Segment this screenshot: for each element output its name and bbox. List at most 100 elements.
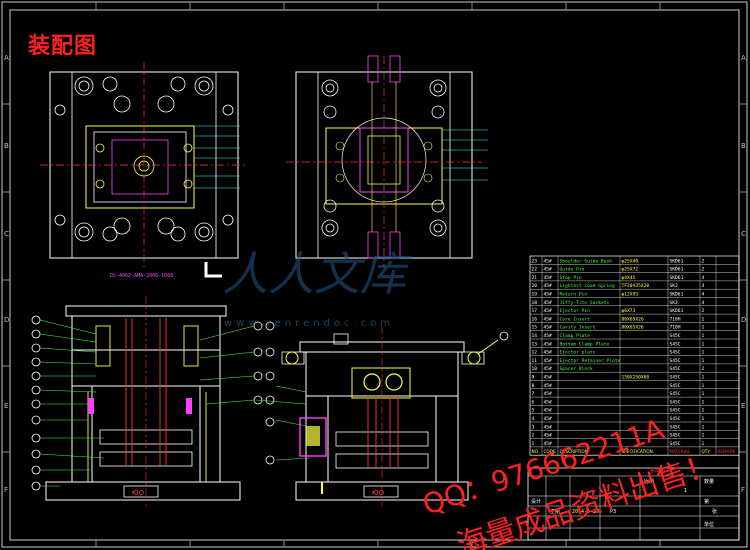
bom-cell-no: 22 (532, 267, 538, 273)
bom-cell-no: 6 (532, 399, 535, 405)
bom-cell-qty: 1 (702, 325, 705, 331)
bom-cell-mat: SKD61 (670, 275, 684, 281)
bom-cell-code: 45# (544, 441, 553, 447)
bom-cell-mat: S45C (670, 391, 681, 397)
bom-cell-mat: S45C (670, 358, 681, 364)
bom-cell-mat: SKD61 (670, 308, 684, 314)
plan-view-fixed-half (286, 55, 488, 268)
bom-cell-name: Stop Pin (560, 275, 582, 281)
kio-label-right: KIO (372, 489, 385, 497)
bom-cell-spec: φ12X95 (622, 292, 639, 298)
bom-cell-name: Return Pin (560, 292, 588, 298)
bom-cell-qty: 1 (702, 333, 705, 339)
bom-header-mat: MATERIAL (670, 449, 691, 454)
bom-cell-mat: SKD61 (670, 267, 684, 273)
sheet-unit: 张 (712, 508, 717, 515)
unit-label: 单位 (704, 521, 714, 528)
bom-cell-code: 45# (544, 258, 553, 264)
bom-cell-code: 45# (544, 300, 553, 306)
bom-header-no: NO (532, 449, 539, 454)
bom-cell-mat: S45C (670, 366, 681, 372)
bom-cell-code: 45# (544, 416, 553, 422)
bom-cell-mat: S45C (670, 441, 681, 447)
drawing-date: 2014-5-27 (572, 509, 599, 515)
frame-letter: A (741, 54, 746, 62)
bom-cell-mat: S45C (670, 341, 681, 347)
bom-cell-no: 1 (532, 441, 535, 447)
frame-letter: D (4, 316, 9, 324)
bom-cell-qty: 4 (702, 292, 705, 298)
bom-cell-code: 45# (544, 341, 553, 347)
bom-cell-code: 45# (544, 308, 553, 314)
bom-cell-code: 45# (544, 391, 553, 397)
bom-cell-qty: 2 (702, 258, 705, 264)
bom-cell-no: 19 (532, 292, 538, 298)
bom-header-qty: QTY (702, 449, 711, 454)
frame-letter: F (4, 486, 8, 494)
bom-cell-code: 45# (544, 325, 553, 331)
bom-cell-no: 7 (532, 391, 535, 397)
frame-letter: B (4, 142, 9, 150)
bom-cell-qty: 2 (702, 308, 705, 314)
bom-cell-name: Lightest Load Spring (560, 283, 616, 289)
bom-cell-name: Ejector Pin (560, 308, 591, 314)
bom-cell-code: 45# (544, 350, 553, 356)
bom-header-name: DESCRIPTION (560, 449, 588, 454)
sheet-size: P3 (610, 509, 616, 515)
frame-letter: C (741, 230, 746, 238)
bom-cell-no: 3 (532, 424, 535, 430)
bom-cell-no: 10 (532, 366, 538, 372)
bom-cell-no: 13 (532, 341, 538, 347)
bom-cell-code: 45# (544, 267, 553, 273)
frame-letter: E (4, 402, 8, 410)
bom-cell-qty: 1 (702, 399, 705, 405)
bom-cell-no: 21 (532, 275, 538, 281)
bom-cell-spec: 80X65X26 (622, 316, 644, 322)
bom-cell-code: 45# (544, 408, 553, 414)
bom-cell-qty: 2 (702, 267, 705, 273)
bom-cell-code: 45# (544, 383, 553, 389)
bom-cell-qty: 1 (702, 433, 705, 439)
bom-header-rem: REMARK (718, 449, 736, 454)
bom-cell-code: 45# (544, 366, 553, 372)
bom-cell-mat: S45C (670, 383, 681, 389)
bom-cell-name: Ejector Retainer Plate (560, 358, 621, 364)
bom-cell-qty: 1 (702, 441, 705, 447)
bom-cell-code: 45# (544, 316, 553, 322)
bom-cell-no: 9 (532, 375, 535, 381)
bom-cell-no: 11 (532, 358, 538, 364)
bom-cell-no: 20 (532, 283, 538, 289)
frame-letter: E (741, 402, 745, 410)
bom-cell-mat: SK3 (670, 300, 679, 306)
kio-label-left: KIO (132, 489, 145, 497)
bom-cell-name: Guide Pin (560, 267, 585, 273)
promo-watermark: QQ：976662211A 海量成品资料出售！ (419, 412, 721, 550)
title-block: 设计 王丽 2014-5-27 P3 比例 1 数量 第 张 单位 装配图 (527, 467, 740, 541)
bom-cell-mat: SKD61 (670, 292, 684, 298)
sheet-label: 第 (704, 498, 709, 505)
bom-cell-qty: 1 (702, 383, 705, 389)
bom-cell-qty: 1 (702, 316, 705, 322)
bom-cell-mat: S45C (670, 350, 681, 356)
bom-cell-no: 14 (532, 333, 538, 339)
bom-cell-qty: 4 (702, 300, 705, 306)
bom-cell-mat: S45C (670, 433, 681, 439)
qty-label: 数量 (704, 478, 714, 485)
bom-cell-spec: φ6X73 (622, 308, 636, 314)
bom-cell-no: 8 (532, 383, 535, 389)
frame-letter: B (741, 142, 746, 150)
watermark-renren: 人人文库 www.renrendoc.com (222, 247, 413, 329)
designer-name: 王丽 (550, 509, 560, 515)
bom-cell-code: 45# (544, 433, 553, 439)
bom-cell-code: 45# (544, 424, 553, 430)
bom-cell-name: Spacer Block (560, 366, 593, 372)
bom-cell-no: 16 (532, 316, 538, 322)
bom-cell-code: 45# (544, 358, 553, 364)
bom-cell-no: 4 (532, 416, 535, 422)
bom-cell-qty: 2 (702, 366, 705, 372)
bom-header-spec: SPECIFICATION (622, 449, 653, 454)
part-id-caption: DS-4062-AMA-2006-1008 (110, 273, 173, 279)
